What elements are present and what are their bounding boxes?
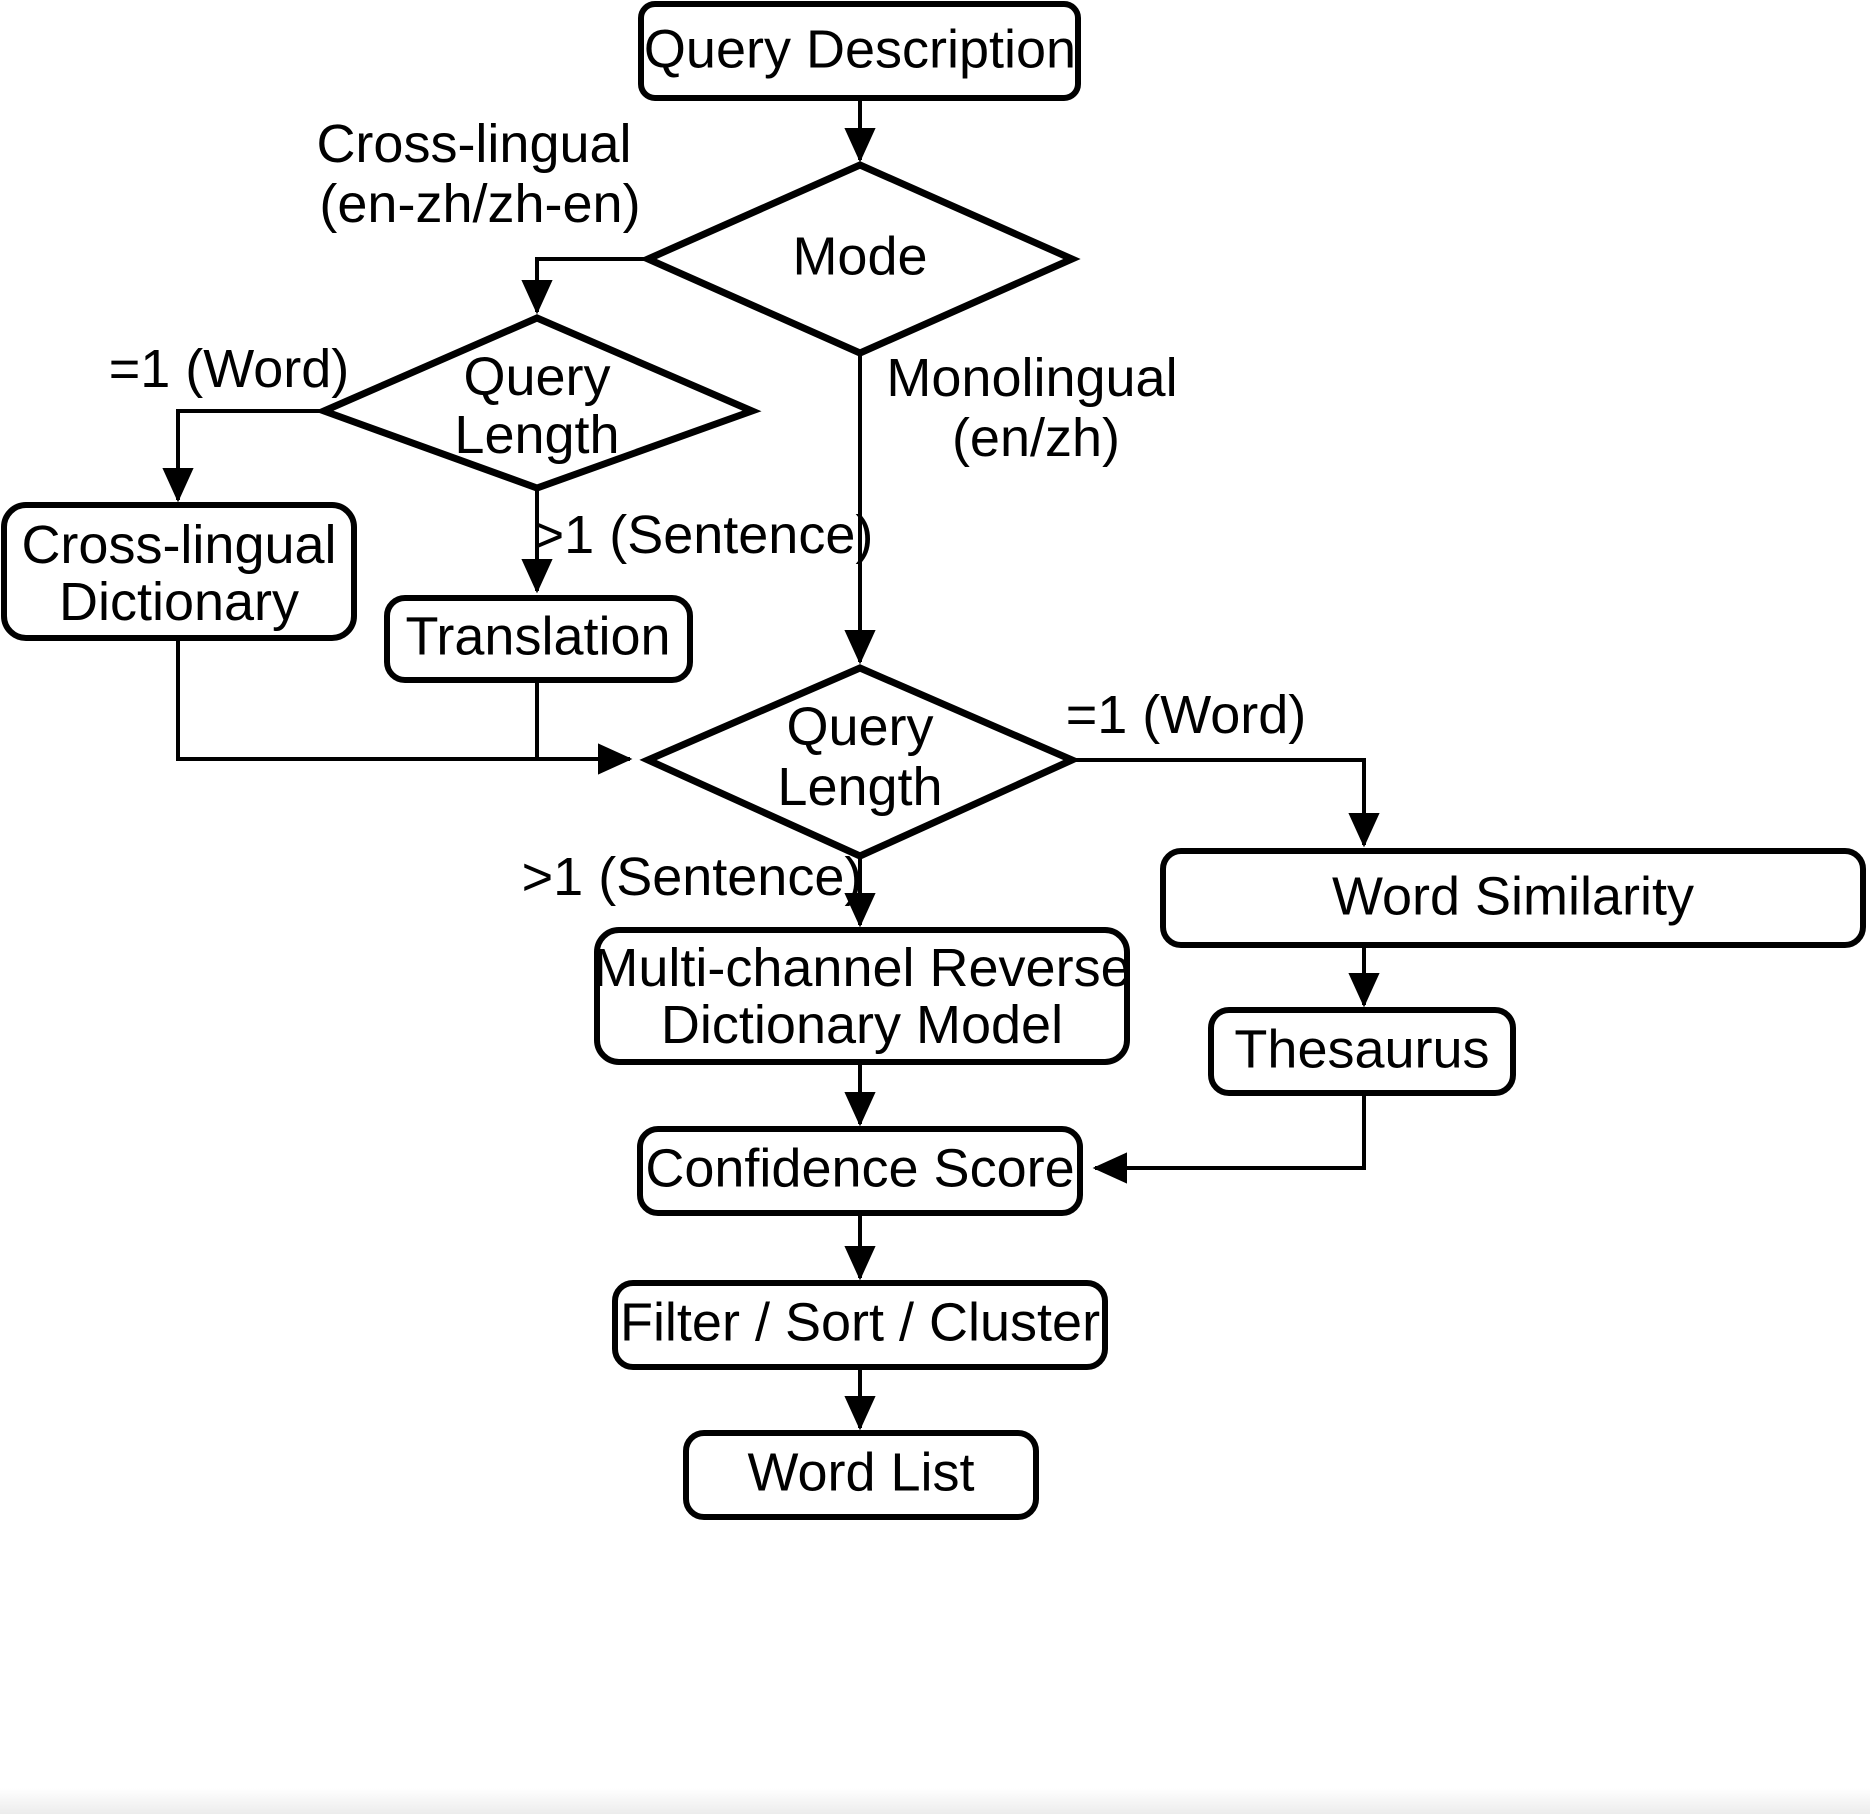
node-confidence-score[interactable]: Confidence Score [637, 1126, 1083, 1216]
translation-label: Translation [405, 606, 670, 666]
edge-cross-lingual-dictionary-to-query-length-main [176, 636, 633, 775]
edge-label-cross-lingual-line1: Cross-lingual [316, 114, 631, 174]
node-translation[interactable]: Translation [384, 595, 693, 683]
word-similarity-label: Word Similarity [1332, 866, 1694, 926]
edge-label-monolingual-line1: Monolingual [886, 348, 1177, 408]
query-length-main-diamond[interactable] [639, 664, 1081, 860]
node-thesaurus[interactable]: Thesaurus [1208, 1007, 1516, 1096]
edge-label-cross-lingual: Cross-lingual (en-zh/zh-en) [316, 114, 640, 234]
thesaurus-box[interactable] [1208, 1007, 1516, 1096]
edge-label-monolingual: Monolingual (en/zh) [886, 348, 1177, 468]
multi-channel-model-box[interactable] [594, 927, 1130, 1065]
confidence-score-box[interactable] [637, 1126, 1083, 1216]
node-query-description[interactable]: Query Description [638, 1, 1081, 101]
query-length-left-label-line1: Query [463, 347, 610, 407]
edge-thesaurus-to-confidence-score [1092, 1090, 1366, 1184]
node-query-length-main[interactable]: Query Length [639, 664, 1081, 860]
edge-query-length-left-to-cross-lingual-dictionary [162, 409, 328, 503]
edge-query-length-main-to-word-similarity [1072, 758, 1380, 848]
thesaurus-label: Thesaurus [1234, 1019, 1489, 1079]
query-description-box[interactable] [638, 1, 1081, 101]
query-length-left-label-line2: Length [454, 405, 619, 465]
translation-box[interactable] [384, 595, 693, 683]
filter-sort-cluster-label: Filter / Sort / Cluster [620, 1292, 1100, 1352]
edge-mode-to-query-length-left [521, 257, 653, 315]
bottom-edge-fade [0, 1788, 1870, 1814]
cross-lingual-dictionary-box[interactable] [1, 502, 357, 641]
node-word-list[interactable]: Word List [683, 1430, 1039, 1520]
mode-label: Mode [792, 226, 927, 286]
node-multi-channel-model[interactable]: Multi-channel Reverse Dictionary Model [593, 927, 1131, 1065]
word-list-label: Word List [747, 1442, 974, 1502]
edge-label-monolingual-line2: (en/zh) [952, 408, 1120, 468]
query-description-label: Query Description [644, 19, 1076, 79]
multi-channel-model-label-line2: Dictionary Model [661, 995, 1063, 1055]
mode-diamond[interactable] [639, 161, 1081, 357]
query-length-main-label-line2: Length [777, 757, 942, 817]
word-list-box[interactable] [683, 1430, 1039, 1520]
cross-lingual-dictionary-label-line1: Cross-lingual [21, 515, 336, 575]
cross-lingual-dictionary-label-line2: Dictionary [59, 572, 299, 632]
query-length-main-label-line1: Query [786, 697, 933, 757]
confidence-score-label: Confidence Score [645, 1138, 1074, 1198]
edge-label-sentence-left: >1 (Sentence) [533, 505, 874, 565]
query-length-left-diamond[interactable] [314, 314, 762, 492]
filter-sort-cluster-box[interactable] [612, 1280, 1108, 1370]
node-filter-sort-cluster[interactable]: Filter / Sort / Cluster [612, 1280, 1108, 1370]
edge-label-word-right: =1 (Word) [1066, 685, 1307, 745]
node-query-length-left[interactable]: Query Length [314, 314, 762, 492]
word-similarity-box[interactable] [1160, 848, 1866, 948]
node-cross-lingual-dictionary[interactable]: Cross-lingual Dictionary [1, 502, 357, 641]
node-mode[interactable]: Mode [639, 161, 1081, 357]
edge-label-cross-lingual-line2: (en-zh/zh-en) [319, 174, 640, 234]
node-word-similarity[interactable]: Word Similarity [1160, 848, 1866, 948]
edge-label-sentence-main: >1 (Sentence) [522, 847, 863, 907]
edge-label-word-left: =1 (Word) [109, 339, 350, 399]
multi-channel-model-label-line1: Multi-channel Reverse [593, 938, 1130, 998]
